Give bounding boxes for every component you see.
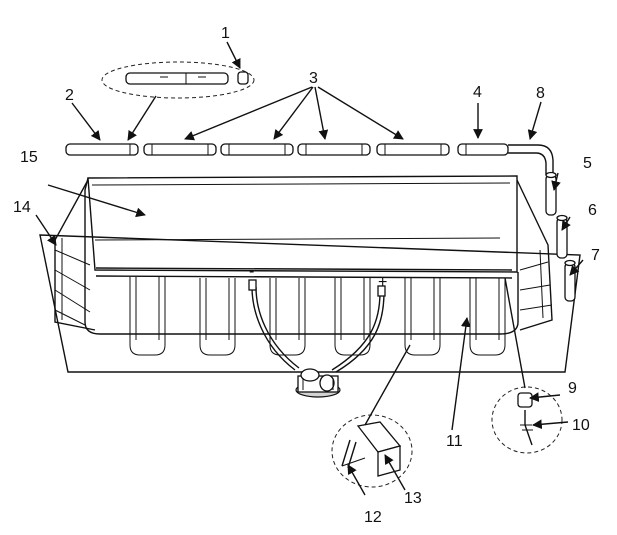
top-pipes-row: [65, 143, 554, 175]
top-rail: [95, 267, 513, 279]
callout-numbers: 1 2 3 4 5 6 7 8 9 10 11 12 13 14 15: [13, 25, 600, 526]
pump-label-minus: -: [249, 263, 254, 280]
detail-bubble-pipe: [101, 61, 255, 99]
filter-pump: [248, 279, 386, 398]
callout-11: 11: [446, 433, 463, 450]
ground-cloth: [39, 234, 581, 373]
callout-9: 9: [568, 380, 577, 397]
callout-13: 13: [404, 490, 422, 507]
callout-6: 6: [588, 202, 597, 219]
pump-label-plus: +: [378, 274, 387, 291]
pool-legs: [129, 277, 506, 356]
callout-4: 4: [473, 84, 482, 101]
detail-bubble-strap: [331, 414, 413, 488]
leader-lines: [35, 41, 584, 496]
callout-2: 2: [65, 87, 74, 104]
callout-7: 7: [591, 247, 600, 264]
callout-15: 15: [20, 149, 38, 166]
callout-8: 8: [536, 85, 545, 102]
callout-12: 12: [364, 509, 382, 526]
callout-1: 1: [221, 25, 230, 42]
callout-14: 14: [13, 199, 31, 216]
callout-5: 5: [583, 155, 592, 172]
callout-10: 10: [572, 417, 590, 434]
detail-bubble-valve: [491, 386, 563, 454]
pool-liner: [54, 175, 553, 335]
callout-3: 3: [309, 70, 318, 87]
